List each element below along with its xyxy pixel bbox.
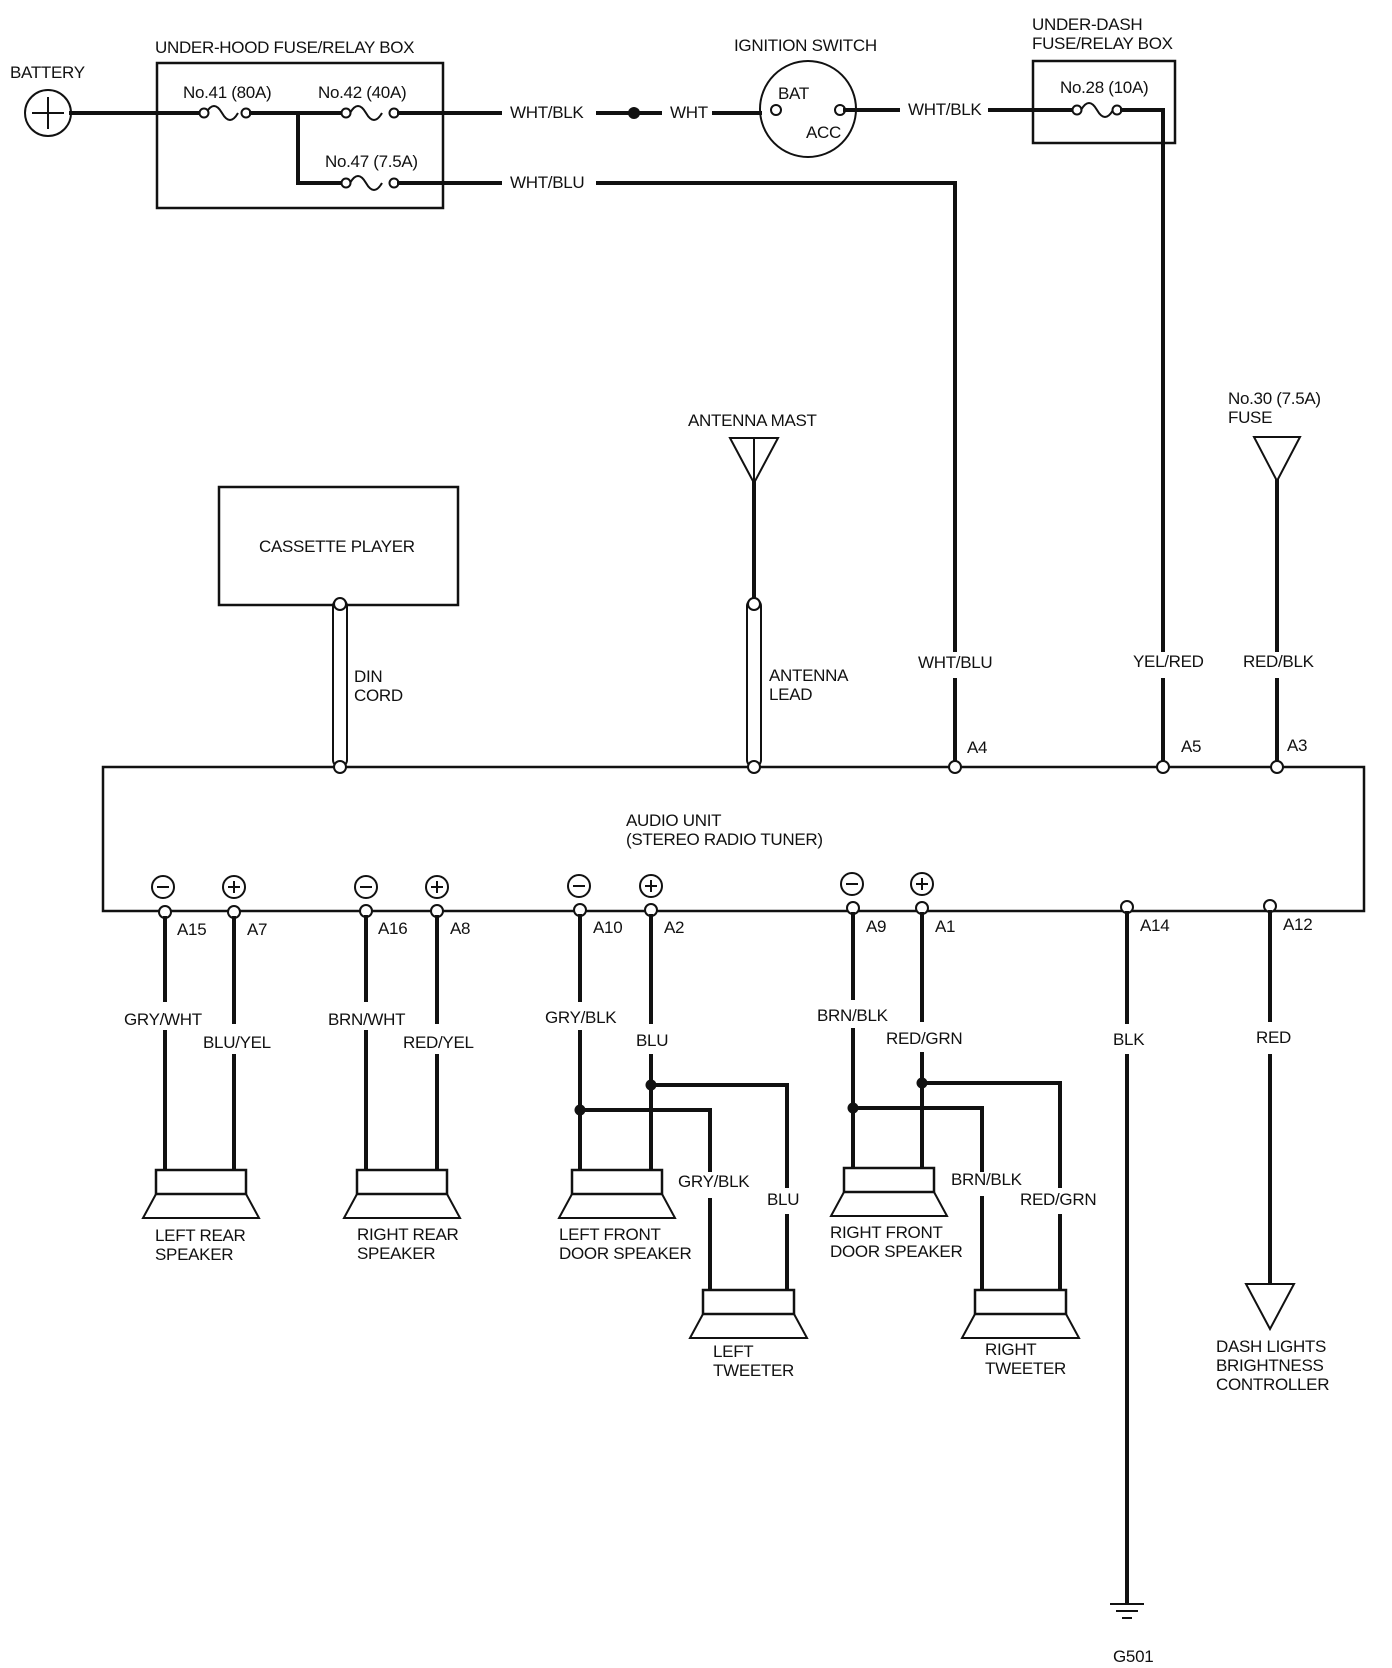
ignition-switch-label: IGNITION SWITCH	[734, 36, 877, 55]
underdash-label-1: UNDER-DASH	[1032, 15, 1142, 34]
wire-label-blk: BLK	[1113, 1030, 1145, 1049]
wire-label-lt-gry-blk: GRY/BLK	[678, 1172, 750, 1191]
wire-label-blu: BLU	[636, 1031, 668, 1050]
antenna-lead-label-2: LEAD	[769, 685, 812, 704]
wire-label-wht-blu-top: WHT/BLU	[510, 173, 584, 192]
wire-label-wht-blu-v: WHT/BLU	[918, 653, 992, 672]
din-cord-label-1: DIN	[354, 667, 382, 686]
underdash-fuse-box: UNDER-DASH FUSE/RELAY BOX No.28 (10A)	[1031, 15, 1177, 145]
wire-label-lt-blu: BLU	[767, 1190, 799, 1209]
fuse-47-label: No.47 (7.5A)	[325, 152, 418, 171]
wire-label-rt-brn-blk: BRN/BLK	[951, 1170, 1023, 1189]
wire-label-wht-blk-1: WHT/BLK	[510, 103, 584, 122]
fuse-30-label-1: No.30 (7.5A)	[1228, 389, 1321, 408]
right-tweeter: RIGHT TWEETER	[960, 1288, 1081, 1378]
antenna-lead-label-1: ANTENNA	[769, 666, 849, 685]
polarity-markers	[151, 872, 934, 899]
wire-label-brn-blk: BRN/BLK	[817, 1006, 889, 1025]
terminal-a14: A14	[1140, 916, 1169, 935]
antenna-mast: ANTENNA MAST	[688, 411, 817, 600]
terminal-a10: A10	[593, 918, 622, 937]
audio-unit: AUDIO UNIT (STEREO RADIO TUNER) A4 A5 A3	[101, 736, 1366, 939]
left-rear-speaker-label-1: LEFT REAR	[155, 1226, 246, 1245]
battery: BATTERY	[10, 63, 85, 137]
wire-label-wht-blk-2: WHT/BLK	[908, 100, 982, 119]
wire-label-wht: WHT	[670, 103, 708, 122]
fuse-30-label-2: FUSE	[1228, 408, 1272, 427]
wire-label-blu-yel: BLU/YEL	[203, 1033, 271, 1052]
fuse-28-label: No.28 (10A)	[1060, 78, 1148, 97]
din-cord-label-2: CORD	[354, 686, 403, 705]
dash-lights-label-3: CONTROLLER	[1216, 1375, 1329, 1394]
right-rear-speaker: RIGHT REAR SPEAKER	[342, 1168, 462, 1263]
terminal-a5: A5	[1181, 737, 1201, 756]
battery-label: BATTERY	[10, 63, 85, 82]
wire-label-gry-wht: GRY/WHT	[124, 1010, 202, 1029]
right-rear-speaker-label-1: RIGHT REAR	[357, 1225, 459, 1244]
left-front-speaker-label-2: DOOR SPEAKER	[559, 1244, 691, 1263]
antenna-lead: ANTENNA LEAD	[746, 597, 849, 768]
left-rear-speaker-label-2: SPEAKER	[155, 1245, 233, 1264]
wire-label-red-grn: RED/GRN	[886, 1029, 962, 1048]
right-front-speaker-label-2: DOOR SPEAKER	[830, 1242, 962, 1261]
right-front-door-speaker: RIGHT FRONT DOOR SPEAKER	[829, 1166, 963, 1261]
ground-label: G501	[1113, 1647, 1153, 1666]
left-tweeter-label-1: LEFT	[713, 1342, 753, 1361]
right-rear-speaker-label-2: SPEAKER	[357, 1244, 435, 1263]
ignition-bat-label: BAT	[778, 84, 809, 103]
terminal-a9: A9	[866, 917, 886, 936]
wire-label-red-blk: RED/BLK	[1243, 652, 1315, 671]
underdash-label-2: FUSE/RELAY BOX	[1032, 34, 1173, 53]
left-front-door-speaker: LEFT FRONT DOOR SPEAKER	[557, 1168, 692, 1263]
terminal-a7: A7	[247, 920, 267, 939]
ground-g501: G501	[1110, 1603, 1154, 1666]
terminal-a2: A2	[664, 918, 684, 937]
audio-unit-label-2: (STEREO RADIO TUNER)	[626, 830, 823, 849]
terminal-a16: A16	[378, 919, 407, 938]
fuse-42-label: No.42 (40A)	[318, 83, 406, 102]
wire-label-gry-blk: GRY/BLK	[545, 1008, 617, 1027]
underhood-box-label: UNDER-HOOD FUSE/RELAY BOX	[155, 38, 414, 57]
antenna-mast-label: ANTENNA MAST	[688, 411, 817, 430]
ignition-switch: IGNITION SWITCH BAT ACC	[734, 36, 877, 158]
cassette-player-label: CASSETTE PLAYER	[259, 537, 415, 556]
audio-unit-label-1: AUDIO UNIT	[626, 811, 721, 830]
left-front-speaker-label-1: LEFT FRONT	[559, 1225, 661, 1244]
left-tweeter: LEFT TWEETER	[688, 1288, 809, 1380]
right-front-speaker-label-1: RIGHT FRONT	[830, 1223, 943, 1242]
dash-lights-label-2: BRIGHTNESS	[1216, 1356, 1324, 1375]
terminal-a1: A1	[935, 917, 955, 936]
terminal-a3: A3	[1287, 736, 1307, 755]
fuse-41-label: No.41 (80A)	[183, 83, 271, 102]
underhood-fuse-box: UNDER-HOOD FUSE/RELAY BOX No.41 (80A) No…	[155, 38, 445, 210]
wire-label-red: RED	[1256, 1028, 1291, 1047]
left-rear-speaker: LEFT REAR SPEAKER	[141, 1168, 261, 1264]
right-tweeter-label-2: TWEETER	[985, 1359, 1066, 1378]
dash-lights-controller: DASH LIGHTS BRIGHTNESS CONTROLLER	[1216, 1283, 1330, 1394]
wire-label-red-yel: RED/YEL	[403, 1033, 474, 1052]
left-tweeter-label-2: TWEETER	[713, 1361, 794, 1380]
terminal-a12: A12	[1283, 915, 1312, 934]
terminal-a4: A4	[967, 738, 987, 757]
wire-label-rt-red-grn: RED/GRN	[1020, 1190, 1096, 1209]
fuse-30: No.30 (7.5A) FUSE RED/BLK	[1228, 389, 1321, 764]
terminal-a8: A8	[450, 919, 470, 938]
dash-lights-label-1: DASH LIGHTS	[1216, 1337, 1326, 1356]
wire-label-yel-red: YEL/RED	[1133, 652, 1204, 671]
right-tweeter-label-1: RIGHT	[985, 1340, 1036, 1359]
ignition-acc-label: ACC	[806, 123, 841, 142]
wire-label-brn-wht: BRN/WHT	[328, 1010, 405, 1029]
cassette-player: CASSETTE PLAYER DIN CORD	[217, 485, 460, 768]
terminal-a15: A15	[177, 920, 206, 939]
